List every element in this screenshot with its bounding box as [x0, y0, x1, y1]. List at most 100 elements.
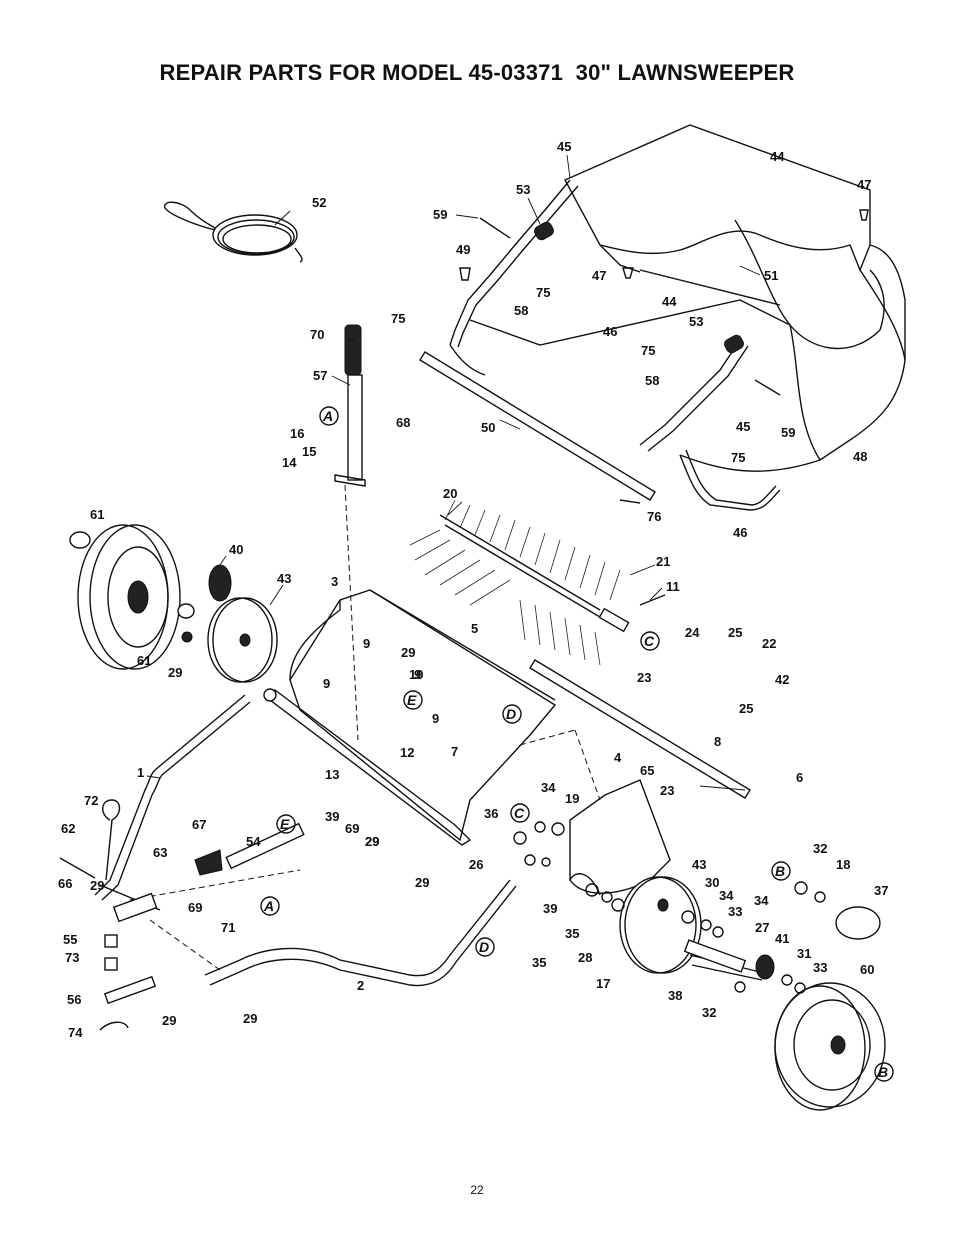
callout: 65	[640, 763, 654, 778]
page-number: 22	[470, 1183, 484, 1197]
callout: 23	[637, 670, 651, 685]
callout: 16	[290, 426, 304, 441]
page-title: REPAIR PARTS FOR MODEL 45-03371 30" LAWN…	[159, 60, 795, 85]
callout: 23	[660, 783, 674, 798]
callout: 47	[592, 268, 606, 283]
reference-letters: A A B B C C D D E E	[260, 406, 894, 1082]
reference-letter: A	[263, 898, 274, 914]
callout: 63	[153, 845, 167, 860]
callout: 34	[754, 893, 769, 908]
right-plate-drawing	[619, 876, 702, 974]
callout: 55	[63, 932, 77, 947]
callout: 56	[67, 992, 81, 1007]
callout: 5	[471, 621, 478, 636]
callout: 28	[578, 950, 592, 965]
callout: 8	[714, 734, 721, 749]
callout: 9	[323, 676, 330, 691]
callout: 29	[365, 834, 379, 849]
callout: 39	[543, 901, 557, 916]
callout: 54	[246, 834, 261, 849]
callout: 27	[755, 920, 769, 935]
callout: 32	[813, 841, 827, 856]
reference-letter: B	[775, 863, 785, 879]
callout: 52	[312, 195, 326, 210]
callout: 75	[641, 343, 655, 358]
callout: 29	[168, 665, 182, 680]
reference-letter: E	[407, 692, 417, 708]
callout: 35	[565, 926, 579, 941]
housing-drawing	[263, 589, 557, 846]
callout: 21	[656, 554, 670, 569]
callout: 62	[61, 821, 75, 836]
callout: 75	[391, 311, 405, 326]
callout: 44	[770, 149, 785, 164]
callout: 12	[400, 745, 414, 760]
callout: 69	[345, 821, 359, 836]
callout: 71	[221, 920, 235, 935]
callout: 29	[243, 1011, 257, 1026]
callout: 42	[775, 672, 789, 687]
reference-letter: B	[878, 1064, 888, 1080]
callout: 25	[739, 701, 753, 716]
callout: 66	[58, 876, 72, 891]
hardware-left-drawing	[59, 799, 305, 1031]
callout: 49	[456, 242, 470, 257]
callout: 22	[762, 636, 776, 651]
callout: 48	[853, 449, 867, 464]
callout: 24	[685, 625, 700, 640]
callout: 57	[313, 368, 327, 383]
callout: 43	[692, 857, 706, 872]
callout: 47	[857, 177, 871, 192]
callout: 75	[536, 285, 550, 300]
callout: 29	[162, 1013, 176, 1028]
callout: 58	[514, 303, 528, 318]
callout: 38	[668, 988, 682, 1003]
callout: 2	[357, 978, 364, 993]
callout: 11	[666, 579, 680, 594]
callout: 72	[84, 793, 98, 808]
callout: 19	[565, 791, 579, 806]
callout: 26	[469, 857, 483, 872]
axle-drawing	[513, 821, 826, 994]
callout: 44	[662, 294, 677, 309]
callout: 33	[813, 960, 827, 975]
callout: 10	[409, 667, 423, 682]
callout: 31	[797, 946, 811, 961]
rail-8-drawing	[519, 659, 751, 801]
callout: 9	[363, 636, 370, 651]
callout: 43	[277, 571, 291, 586]
callout: 29	[401, 645, 415, 660]
callout: 9	[414, 667, 421, 682]
callout: 40	[229, 542, 243, 557]
callout: 61	[90, 507, 104, 522]
callout: 17	[596, 976, 610, 991]
callout: 50	[481, 420, 495, 435]
callout: 53	[516, 182, 530, 197]
reference-letter: C	[644, 633, 655, 649]
callout: 58	[645, 373, 659, 388]
callout: 15	[302, 444, 316, 459]
callout: 61	[137, 653, 151, 668]
right-wheel-drawing	[689, 906, 886, 1111]
callout: 36	[484, 806, 498, 821]
reference-letter: D	[479, 939, 489, 955]
reference-letter: C	[514, 805, 525, 821]
callout: 45	[736, 419, 750, 434]
callout: 7	[451, 744, 458, 759]
callout: 9	[432, 711, 439, 726]
callout: 75	[731, 450, 745, 465]
callout: 25	[728, 625, 742, 640]
reference-letter: E	[280, 816, 290, 832]
hopper-bag-drawing	[449, 124, 906, 511]
callout-labels: 1 2 3 4 5 6 7 8 9 9 9 9 10 11 12 13 14 1…	[58, 139, 888, 1040]
callout: 41	[775, 931, 789, 946]
callout: 4	[614, 750, 622, 765]
callout: 45	[557, 139, 571, 154]
brush-assembly-drawing	[409, 499, 666, 666]
callout: 74	[68, 1025, 83, 1040]
callout: 32	[702, 1005, 716, 1020]
callout: 60	[860, 962, 874, 977]
callout: 20	[443, 486, 457, 501]
callout: 46	[603, 324, 617, 339]
callout: 59	[781, 425, 795, 440]
